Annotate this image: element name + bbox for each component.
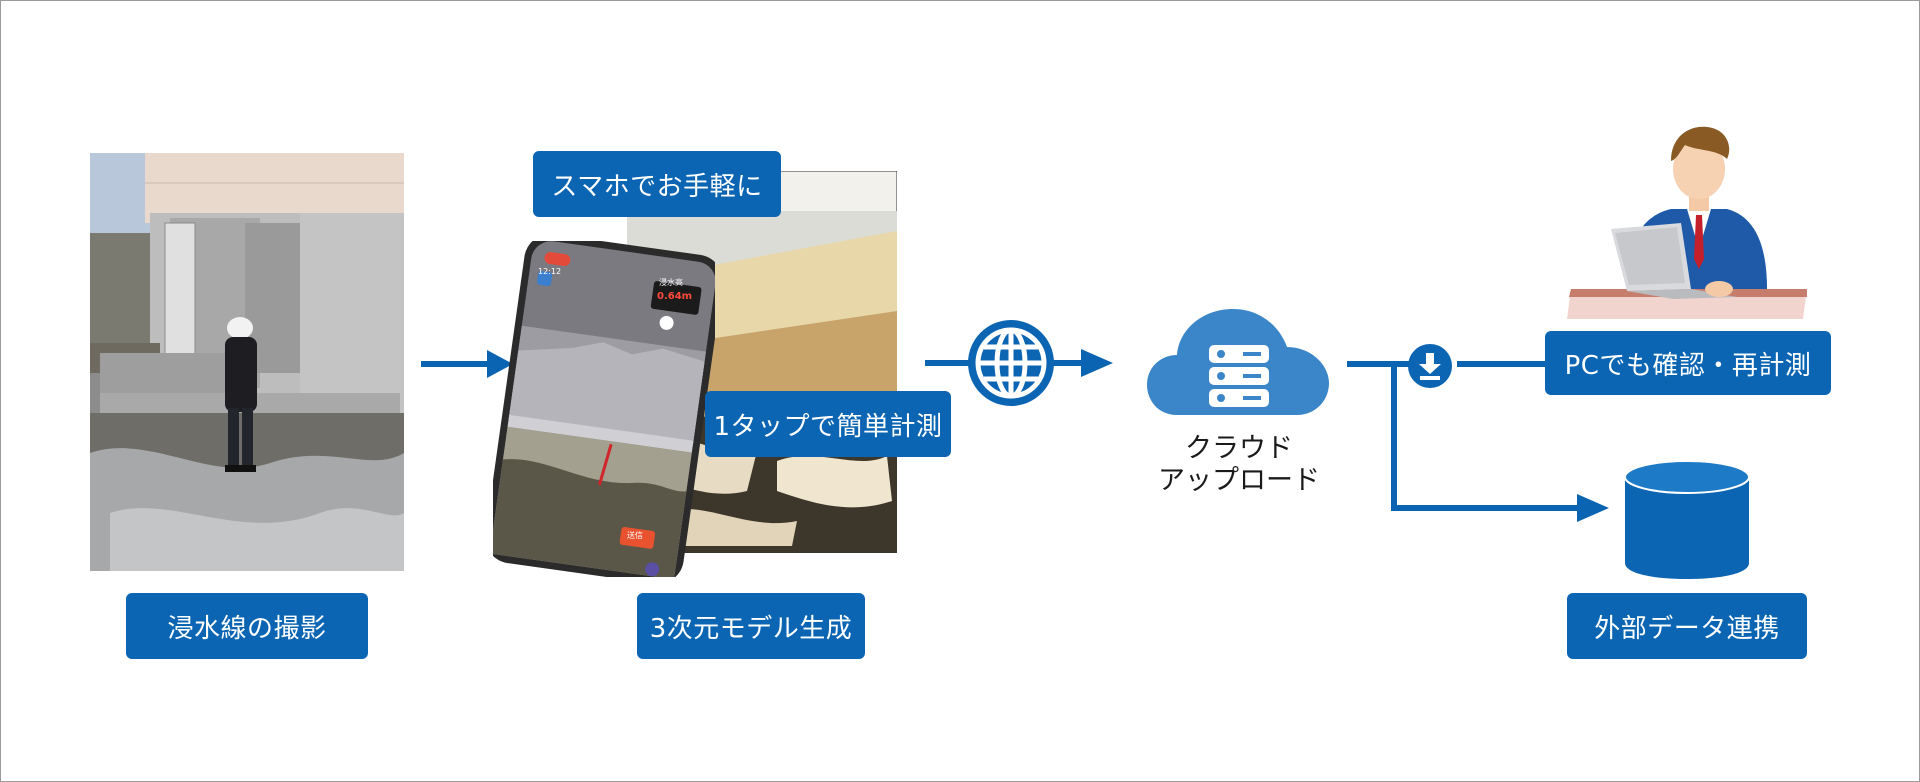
- phone-time: 12:12: [538, 267, 561, 276]
- phone-measure-value: 0.64m: [657, 291, 692, 302]
- arrow-right-icon: [421, 350, 513, 378]
- smartphone-label: スマホでお手軽に: [533, 151, 781, 217]
- globe-icon: [968, 320, 1054, 406]
- businessman-laptop-icon: [1567, 126, 1807, 319]
- tap-measure-label: 1タップで簡単計測: [705, 391, 951, 457]
- pc-review-label: PCでも確認・再計測: [1545, 331, 1831, 395]
- model-label: 3次元モデル生成: [637, 593, 865, 659]
- database-icon: [1624, 460, 1750, 579]
- external-data-label: 外部データ連携: [1567, 593, 1807, 659]
- phone-measure-title: 浸水高: [659, 277, 683, 287]
- cloud-line-1: クラウド: [1185, 433, 1293, 464]
- field-photo: [90, 153, 404, 571]
- smartphone: 12:12 浸水高 0.64m 送信: [485, 234, 723, 584]
- phone-send-button: 送信: [627, 530, 643, 540]
- cloud-upload-text: クラウド アップロード: [1147, 433, 1331, 497]
- download-icon: [1408, 344, 1452, 388]
- cloud-line-2: アップロード: [1158, 465, 1320, 496]
- cloud-server-icon: [1147, 309, 1329, 415]
- photo-label: 浸水線の撮影: [126, 593, 368, 659]
